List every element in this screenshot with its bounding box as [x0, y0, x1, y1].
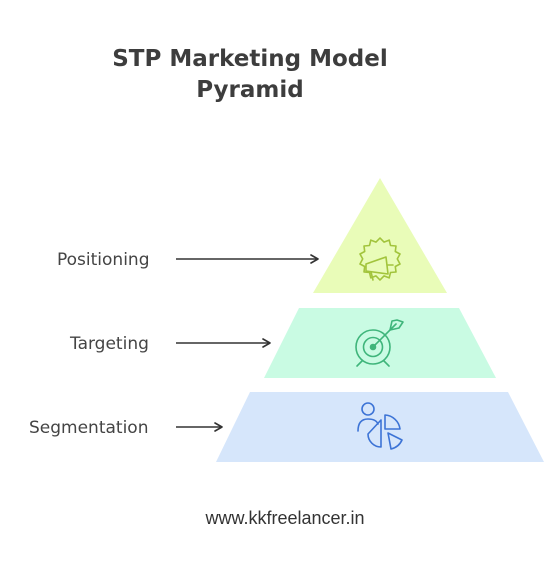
pyramid-level-positioning: Positioning	[57, 178, 447, 293]
footer-website: www.kkfreelancer.in	[205, 508, 365, 528]
label-positioning: Positioning	[57, 250, 149, 270]
pyramid-tier-segmentation	[216, 392, 544, 462]
label-segmentation: Segmentation	[29, 418, 148, 438]
title-line-2: Pyramid	[196, 77, 304, 103]
pyramid-level-targeting: Targeting	[69, 308, 496, 378]
pyramid-level-segmentation: Segmentation	[29, 392, 544, 462]
megaphone-badge-icon	[359, 237, 401, 281]
title-line-1: STP Marketing Model	[112, 46, 388, 72]
diagram-title: STP Marketing Model Pyramid	[0, 44, 500, 106]
pyramid-tier-targeting	[264, 308, 496, 378]
user-pie-chart-icon	[357, 402, 403, 450]
label-targeting: Targeting	[69, 334, 149, 354]
pyramid-tier-positioning	[313, 178, 447, 293]
target-arrow-icon	[355, 319, 404, 367]
